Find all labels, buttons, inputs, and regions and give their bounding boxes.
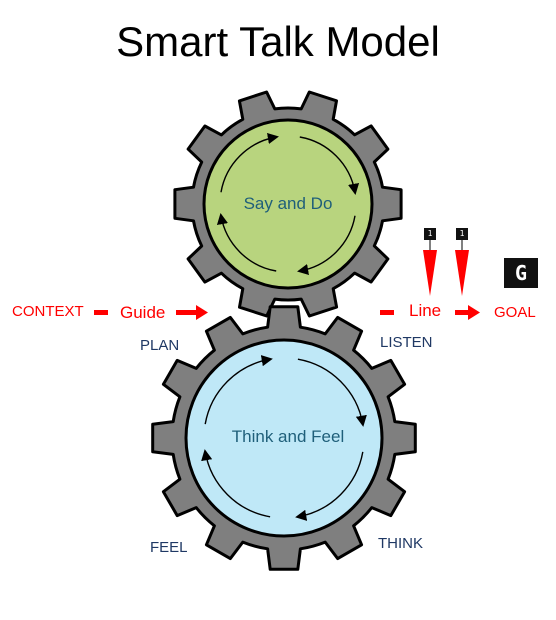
gear-face xyxy=(184,338,384,538)
cycle-arrow-6 xyxy=(295,451,364,521)
marker-tag-2: 1 xyxy=(456,228,468,240)
cycle-arrow-4 xyxy=(220,132,279,193)
plan-label: PLAN xyxy=(140,337,180,354)
feel-label: FEEL xyxy=(150,539,188,556)
goal-label: GOAL xyxy=(494,304,536,321)
cycle-arrows xyxy=(201,132,367,521)
top-gear xyxy=(173,90,403,318)
cycle-arrow-8 xyxy=(204,355,273,425)
gear-face xyxy=(202,118,374,290)
red-flow-arrows xyxy=(94,240,480,320)
cycle-arrow-2 xyxy=(297,215,356,276)
bottom-gear-label: Think and Feel xyxy=(231,427,345,446)
red-arrow-line xyxy=(455,305,480,320)
context-label: CONTEXT xyxy=(12,303,84,320)
cycle-arrow-3 xyxy=(216,213,277,272)
red-dash-left xyxy=(94,310,108,315)
line-label: Line xyxy=(409,301,442,320)
page-title: Smart Talk Model xyxy=(116,18,440,65)
guide-label: Guide xyxy=(120,303,166,322)
cycle-arrow-5 xyxy=(297,358,367,427)
think-label: THINK xyxy=(378,535,423,552)
red-arrow-guide xyxy=(176,305,208,320)
cycle-arrow-7 xyxy=(201,449,271,518)
red-dash-right xyxy=(380,310,394,315)
top-gear-label: Say and Do xyxy=(243,194,333,213)
cycle-arrow-1 xyxy=(299,136,360,195)
marker-tag-1: 1 xyxy=(424,228,436,240)
bottom-gear xyxy=(151,305,417,571)
listen-label: LISTEN xyxy=(380,334,433,351)
goal-tag: G xyxy=(504,258,538,288)
red-down-arrow-1 xyxy=(423,250,437,296)
red-down-arrow-2 xyxy=(455,250,469,296)
